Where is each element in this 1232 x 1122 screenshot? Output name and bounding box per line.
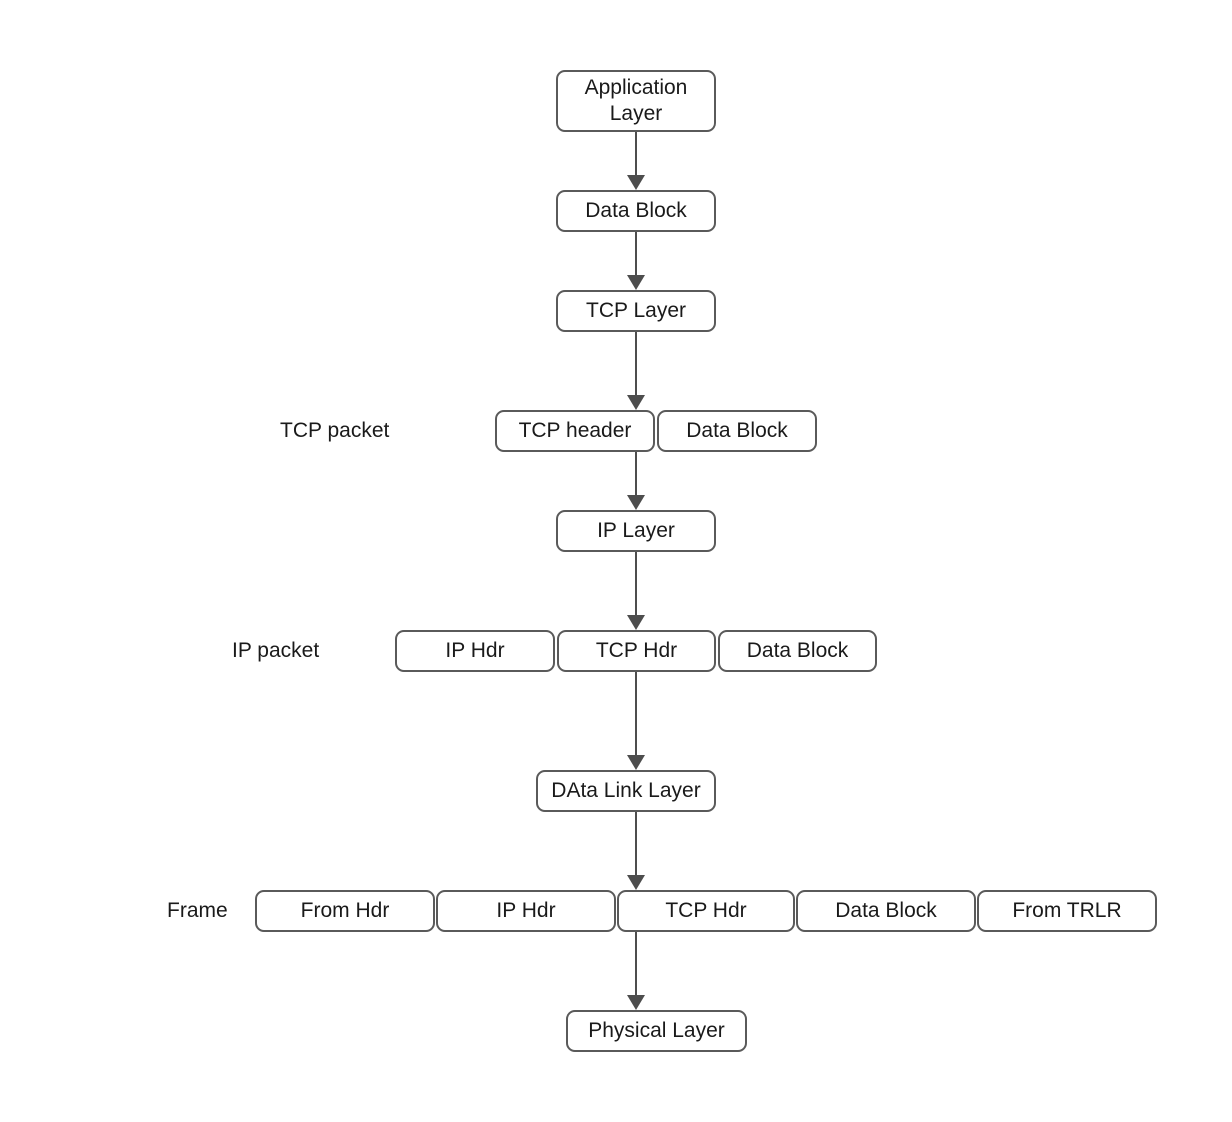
node-data-block-app[interactable]: Data Block xyxy=(556,190,716,232)
segment-frame-0[interactable]: From Hdr xyxy=(255,890,435,932)
segment-frame-2[interactable]: TCP Hdr xyxy=(617,890,795,932)
row-label-ip-packet: IP packet xyxy=(232,639,320,663)
arrow-tcppacket-to-iplayer xyxy=(624,452,648,510)
arrow-shaft xyxy=(634,132,638,175)
row-label-tcp-packet: TCP packet xyxy=(280,419,390,443)
arrow-head-icon xyxy=(627,175,645,190)
arrow-shaft xyxy=(634,332,638,395)
node-application-layer[interactable]: Application Layer xyxy=(556,70,716,132)
arrow-datablock-to-tcplayer xyxy=(624,232,648,290)
arrow-head-icon xyxy=(627,875,645,890)
arrow-shaft xyxy=(634,232,638,275)
node-tcp-layer[interactable]: TCP Layer xyxy=(556,290,716,332)
arrow-shaft xyxy=(634,812,638,875)
arrow-head-icon xyxy=(627,995,645,1010)
arrow-shaft xyxy=(634,552,638,615)
segment-frame-3[interactable]: Data Block xyxy=(796,890,976,932)
arrow-datalink-to-frame xyxy=(624,812,648,890)
arrow-iplayer-to-ippacket xyxy=(624,552,648,630)
arrow-frame-to-physical xyxy=(624,932,648,1010)
segment-tcp-packet-0[interactable]: TCP header xyxy=(495,410,655,452)
node-ip-layer[interactable]: IP Layer xyxy=(556,510,716,552)
arrow-shaft xyxy=(634,672,638,755)
arrow-head-icon xyxy=(627,395,645,410)
arrow-head-icon xyxy=(627,755,645,770)
segment-ip-packet-0[interactable]: IP Hdr xyxy=(395,630,555,672)
segment-ip-packet-1[interactable]: TCP Hdr xyxy=(557,630,716,672)
segment-ip-packet-2[interactable]: Data Block xyxy=(718,630,877,672)
arrow-ippacket-to-datalink xyxy=(624,672,648,770)
segment-frame-1[interactable]: IP Hdr xyxy=(436,890,616,932)
arrow-head-icon xyxy=(627,615,645,630)
arrow-shaft xyxy=(634,932,638,995)
row-label-frame: Frame xyxy=(167,899,228,923)
node-physical-layer[interactable]: Physical Layer xyxy=(566,1010,747,1052)
segment-tcp-packet-1[interactable]: Data Block xyxy=(657,410,817,452)
arrow-tcplayer-to-tcppacket xyxy=(624,332,648,410)
node-data-link-layer[interactable]: DAta Link Layer xyxy=(536,770,716,812)
arrow-app-to-datablock xyxy=(624,132,648,190)
arrow-shaft xyxy=(634,452,638,495)
arrow-head-icon xyxy=(627,495,645,510)
segment-frame-4[interactable]: From TRLR xyxy=(977,890,1157,932)
arrow-head-icon xyxy=(627,275,645,290)
